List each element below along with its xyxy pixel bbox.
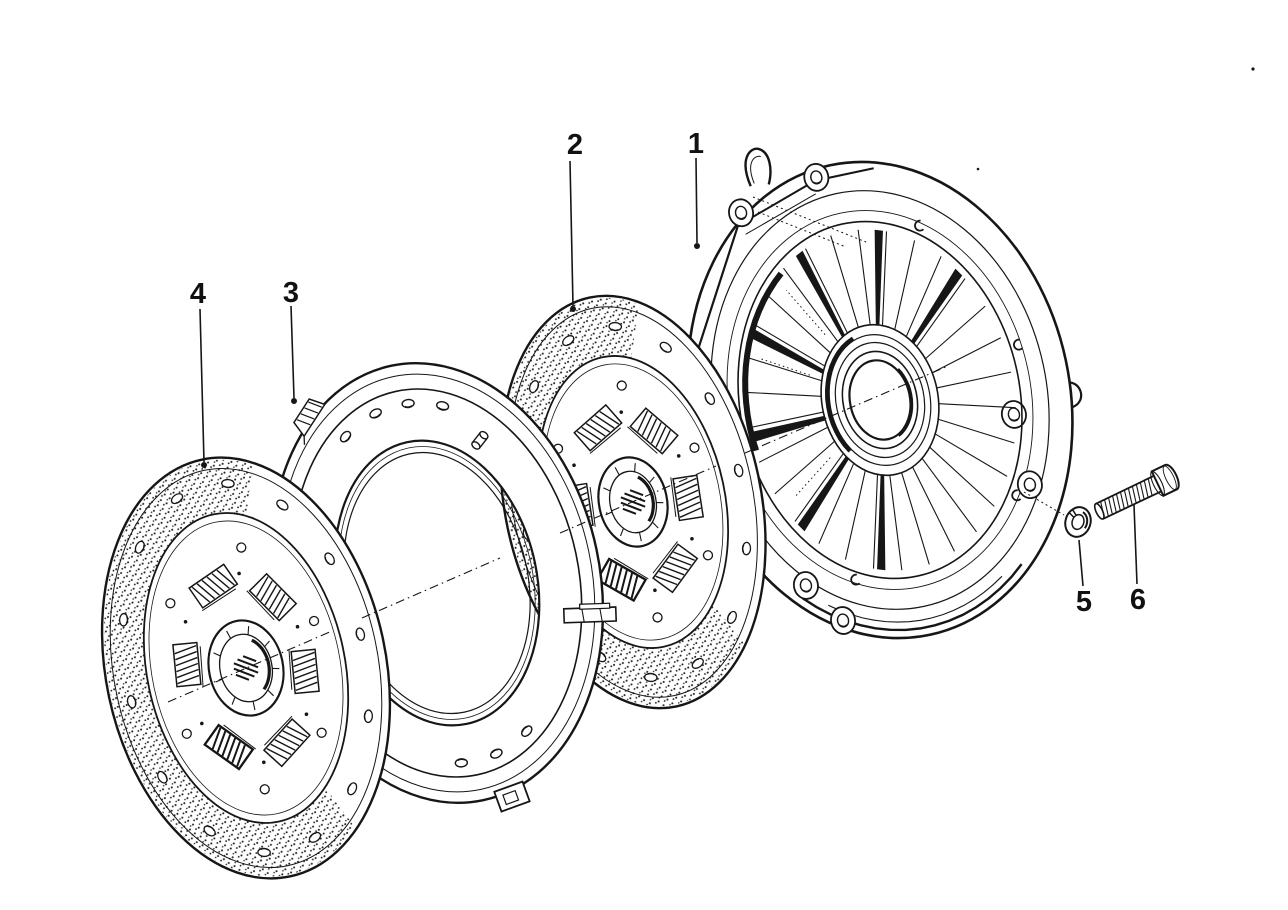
dust-speck [1251, 67, 1255, 71]
callout-3-dot [291, 398, 297, 404]
callout-4-leader [199, 308, 205, 463]
callout-1-label: 1 [688, 128, 704, 160]
callout-4: 4 [190, 278, 207, 468]
part-4-clutch-disc-front [100, 456, 392, 880]
callout-6-label: 6 [1130, 584, 1146, 616]
callout-5-label: 5 [1076, 586, 1092, 618]
part-1-pressure-plate [685, 147, 1083, 640]
callout-5: 5 [1076, 539, 1092, 618]
dust-speck [976, 167, 980, 171]
callout-4-dot [201, 462, 207, 468]
callout-2: 2 [567, 129, 583, 312]
parts-artwork [100, 147, 1180, 880]
callout-2-label: 2 [567, 129, 583, 161]
callout-2-leader [569, 160, 574, 307]
part-5-lock-washer [1064, 506, 1092, 538]
callout-1-dot [694, 243, 700, 249]
callout-6-leader [1133, 504, 1138, 585]
callout-1: 1 [688, 128, 704, 249]
dotted-guide-lines [752, 196, 1065, 516]
callout-3-leader [290, 305, 295, 399]
callout-1-leader [695, 157, 698, 244]
callout-3: 3 [283, 277, 299, 404]
callout-3-label: 3 [283, 277, 299, 309]
assembly-centerline [167, 365, 949, 703]
part-6-bolt [1093, 463, 1180, 520]
callout-5-leader [1078, 539, 1084, 587]
callout-6: 6 [1130, 504, 1146, 616]
callout-2-dot [570, 306, 576, 312]
callout-4-label: 4 [190, 278, 206, 310]
